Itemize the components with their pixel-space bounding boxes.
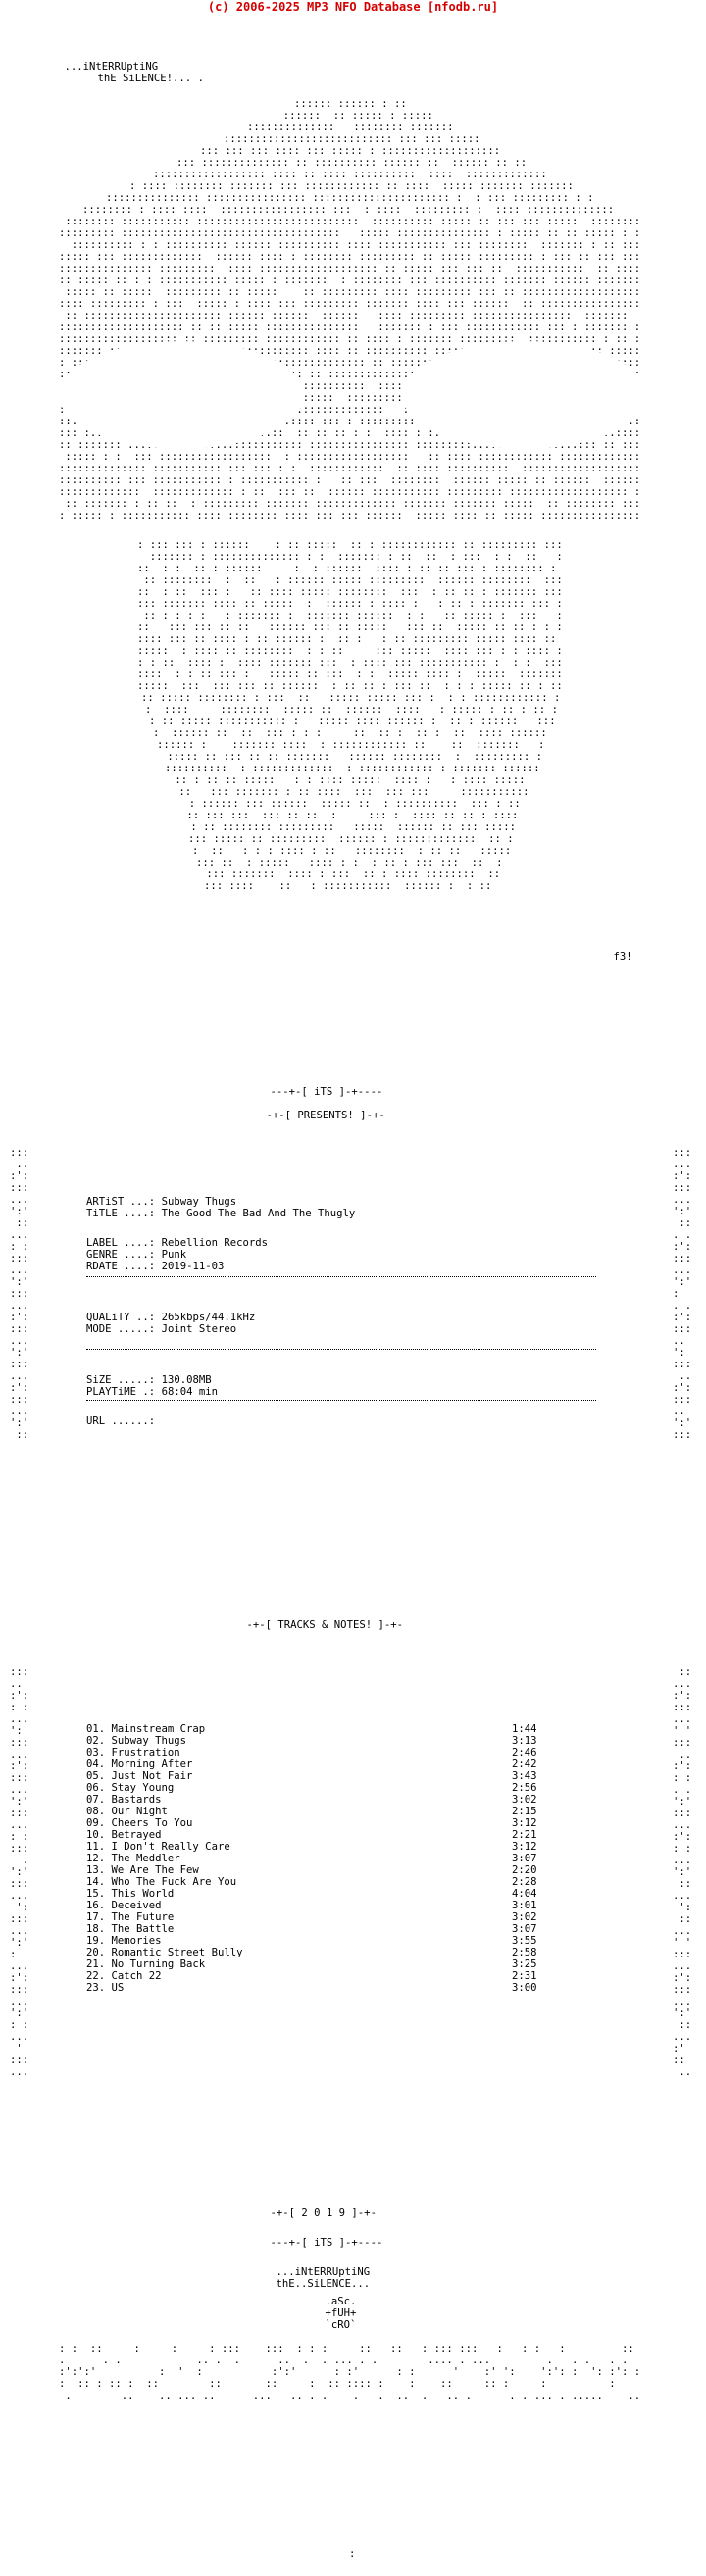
- footer-end-mark: :: [349, 2549, 355, 2560]
- frame-border-right: :: ... :': ::: ... ' ' ::: .. :': : : . …: [673, 1666, 691, 2078]
- section-divider: [86, 1276, 596, 1277]
- section-divider: [86, 1349, 596, 1350]
- frame-border-left: ::: .. :': ::: ... ':' :: ... : : ::: ..…: [10, 1147, 28, 1441]
- section-divider: [86, 1400, 596, 1401]
- frame-border-left: ::: .. :': : : ... ': ::: ... :': ::: ..…: [10, 1666, 28, 2078]
- footer-texture: : : :: : : : ::: ::: : : : :: :: : ::: :…: [59, 2343, 640, 2402]
- frame-border-right: ::: ... :': ::: ... ':' :: . . :': ::: .…: [673, 1147, 691, 1441]
